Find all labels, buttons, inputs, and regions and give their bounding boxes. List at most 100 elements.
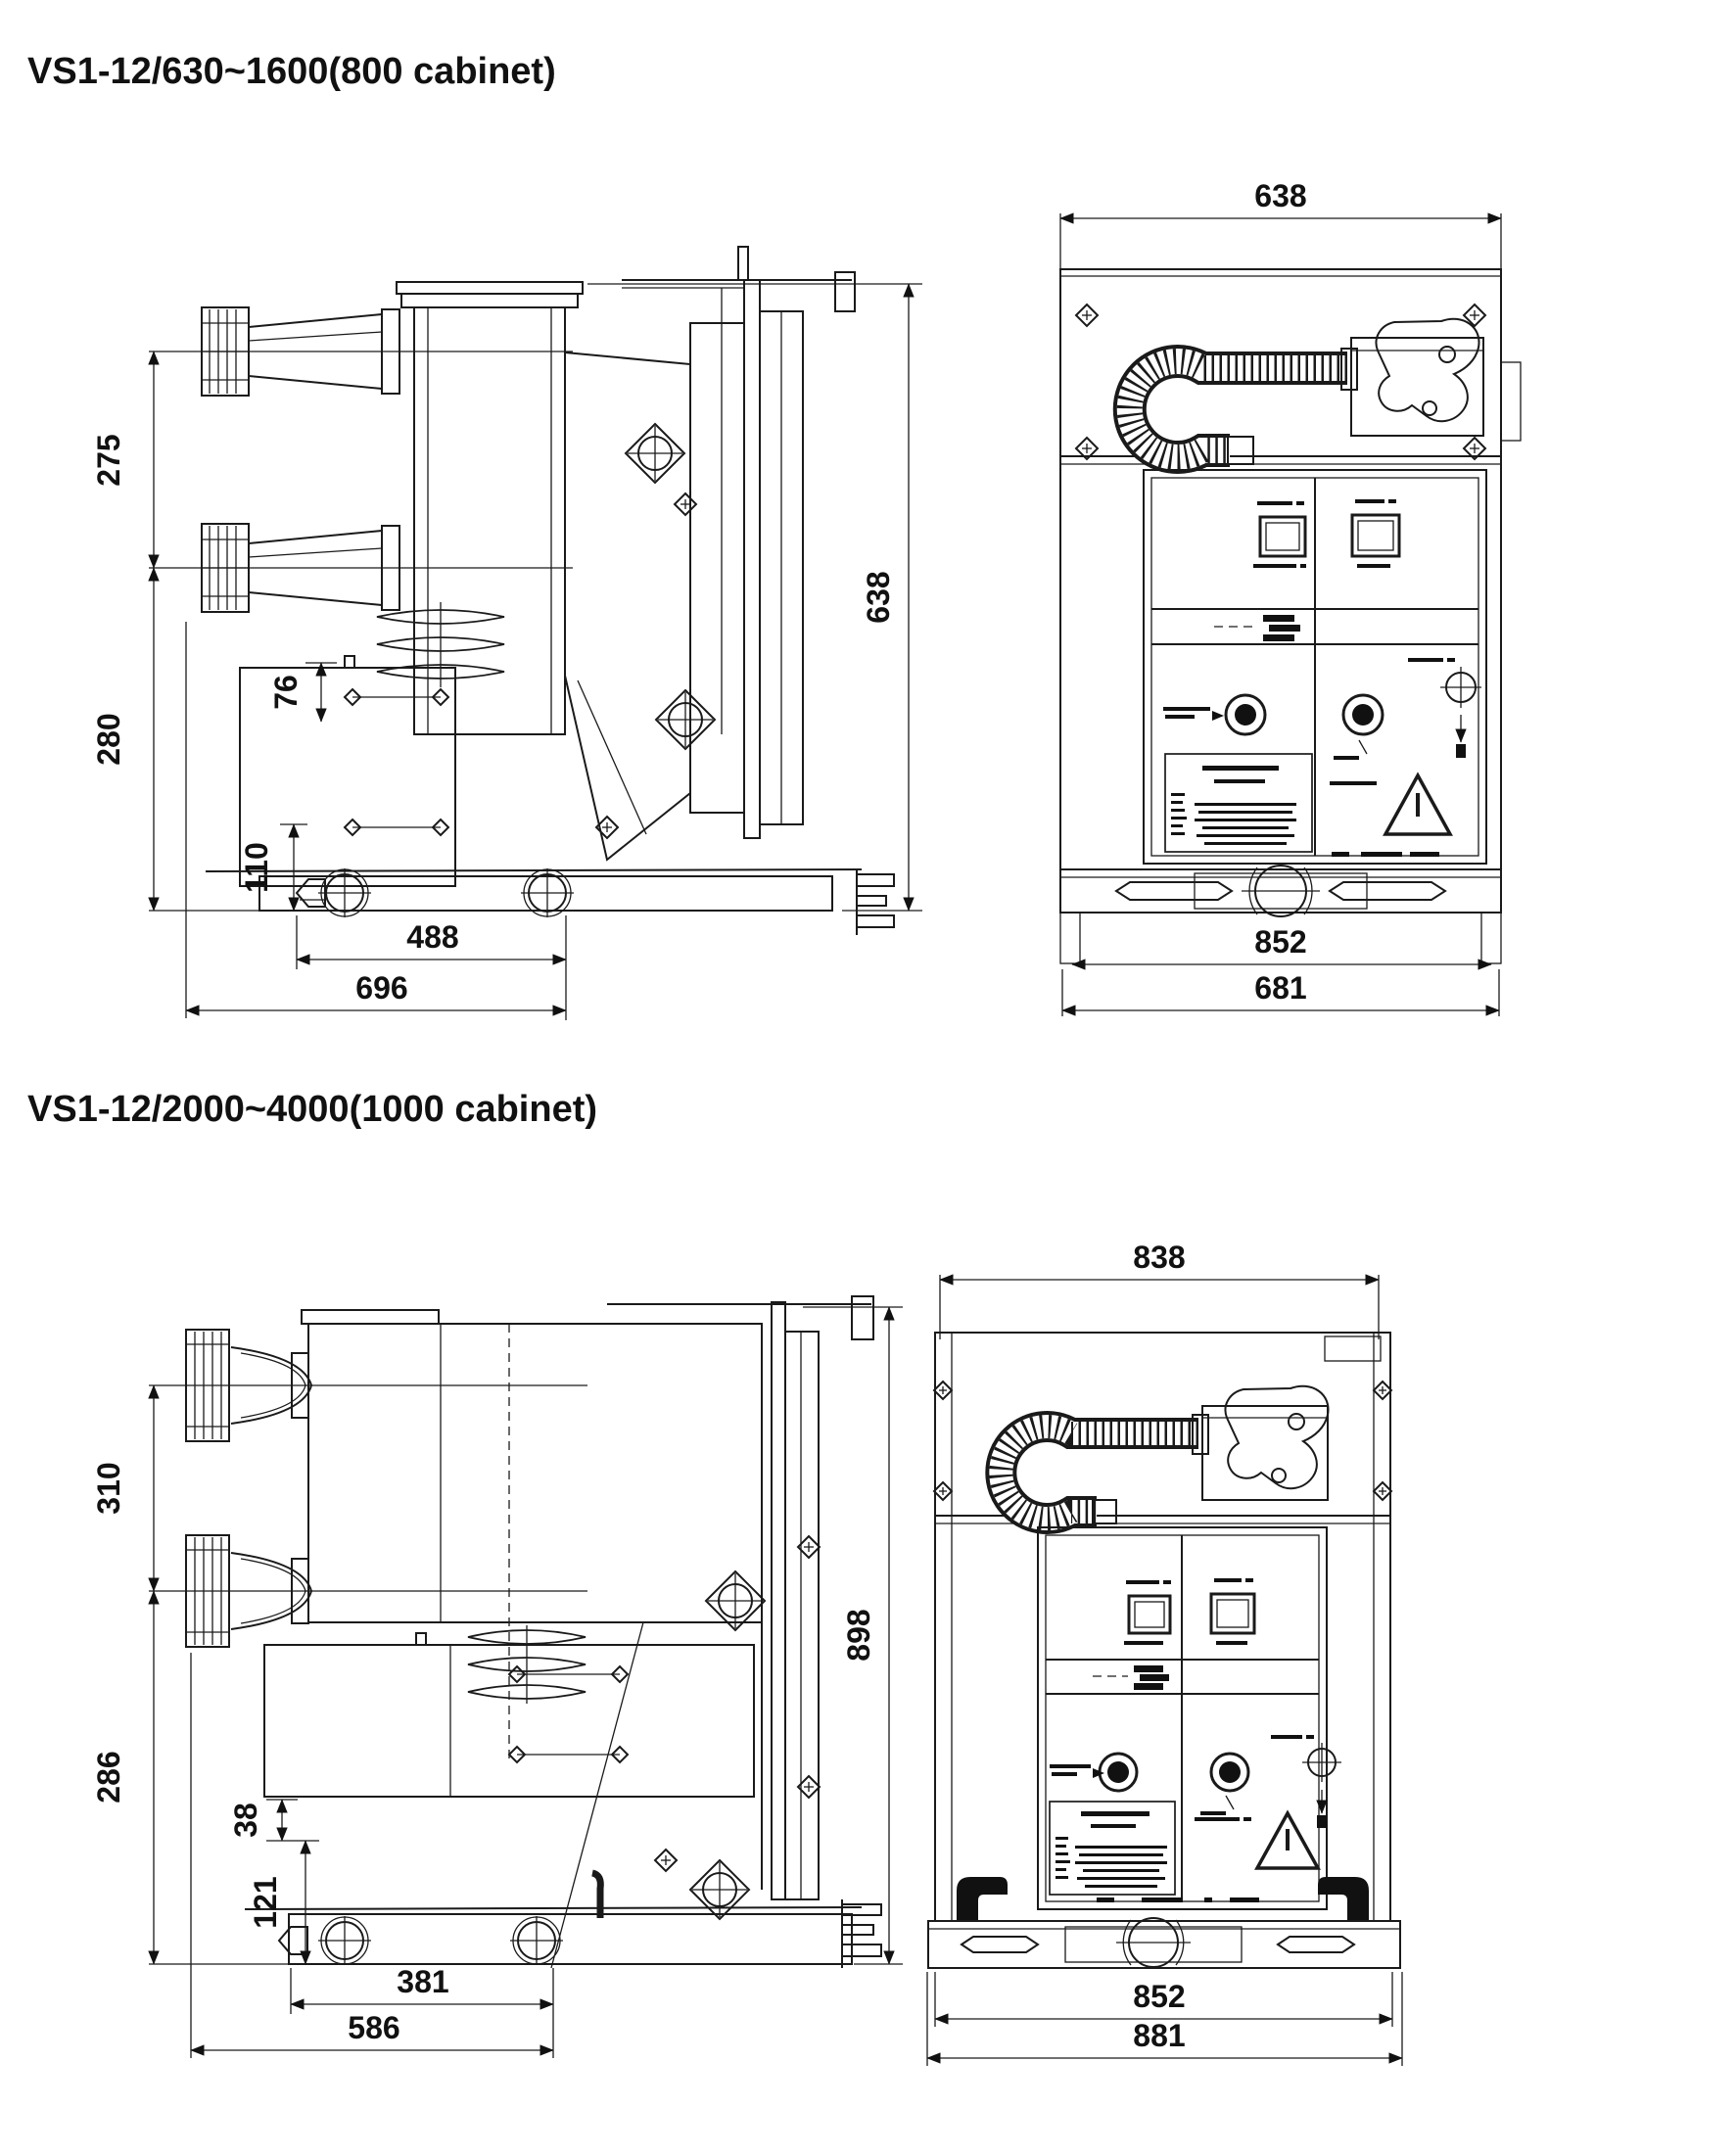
dim-overall-height: 898 — [803, 1306, 903, 1965]
hook-lever — [1224, 1384, 1330, 1490]
window-labels-noise — [1124, 1578, 1253, 1645]
front-view-800: 638 — [1018, 166, 1567, 1053]
close-button[interactable] — [1098, 1752, 1139, 1793]
open-button[interactable] — [1341, 693, 1384, 736]
corner-screws — [932, 1380, 1393, 1502]
dim-label: 381 — [397, 1964, 448, 1999]
interlock-port[interactable] — [1408, 658, 1481, 758]
nameplate — [1164, 753, 1313, 853]
dim-label: 638 — [861, 571, 896, 623]
dim-bottom-width: 881 — [926, 1972, 1403, 2066]
slot-left — [1114, 881, 1234, 901]
latch-hook — [591, 1869, 604, 1918]
operation-box — [1201, 1405, 1329, 1501]
flexible-conduit — [985, 1411, 1209, 1534]
dim-label: 488 — [406, 919, 458, 955]
dim-wheel-span: 381 — [290, 1964, 554, 2058]
dim-label: 286 — [91, 1751, 126, 1803]
upper-bushing — [185, 1329, 313, 1442]
centerlines — [149, 351, 573, 569]
dim-lower-height: 286 — [91, 1590, 160, 1965]
dim-label: 280 — [91, 713, 126, 765]
breaker-panel — [1143, 469, 1487, 865]
wheel — [521, 868, 574, 917]
dim-base-height: 110 — [239, 823, 307, 912]
dim-label: 310 — [91, 1462, 126, 1514]
guide-roller — [277, 1926, 308, 1955]
close-button[interactable] — [1224, 693, 1267, 736]
dim-overall-depth: 696 — [185, 622, 567, 1018]
contact-spring — [376, 602, 505, 687]
slot-right — [1328, 881, 1447, 901]
open-button[interactable] — [1209, 1752, 1250, 1793]
crosshair-bolt — [654, 688, 717, 751]
interlock-port[interactable] — [1271, 1735, 1341, 1828]
diamond-screw — [796, 1534, 821, 1560]
dim-label: 852 — [1133, 1979, 1185, 2014]
pole-housing — [301, 1309, 767, 1969]
slot-right — [1276, 1936, 1356, 1953]
base-assembly — [1059, 865, 1502, 964]
corner-screws — [1074, 303, 1487, 461]
contact-spring — [467, 1625, 586, 1704]
charging-handle-slot[interactable] — [1214, 615, 1300, 641]
transfer-wheel[interactable] — [1242, 865, 1320, 917]
terminal-box — [263, 1632, 755, 1798]
flexible-conduit — [1112, 345, 1358, 474]
dim-mid-width: 852 — [934, 1972, 1393, 2027]
rear-bracket — [856, 869, 895, 935]
mounting-plates — [607, 1295, 874, 1900]
dim-label: 852 — [1254, 924, 1306, 960]
corner-feet — [957, 1877, 1369, 1922]
hook-lever — [1375, 317, 1480, 423]
dim-label: 881 — [1133, 2018, 1185, 2053]
side-view-1000: 310 286 38 121 381 586 — [59, 1214, 960, 2139]
lower-bushing — [201, 523, 400, 613]
dim-box-offset: 76 — [268, 662, 337, 723]
diamond-screw — [594, 815, 620, 840]
dim-overall-height: 638 — [587, 283, 922, 912]
dim-overall-width: 838 — [939, 1240, 1380, 1339]
transfer-wheel[interactable] — [1116, 1917, 1191, 1968]
warning-label — [1330, 772, 1453, 857]
upper-bushing — [201, 306, 400, 397]
crosshair-bolt — [624, 422, 686, 485]
centerlines — [149, 1384, 587, 1592]
dim-overall-depth: 586 — [190, 1653, 554, 2058]
terminal-box — [239, 655, 456, 887]
front-view-1000: 838 — [901, 1214, 1488, 2149]
button-labels-noise — [1050, 1764, 1235, 1815]
section1-title: VS1-12/630~1600(800 cabinet) — [27, 51, 556, 92]
button-labels-noise — [1163, 707, 1368, 760]
dim-label: 898 — [841, 1609, 876, 1661]
nameplate — [1049, 1801, 1176, 1896]
warning-label — [1097, 1809, 1321, 1902]
dim-lower-height: 280 — [91, 567, 160, 912]
chassis — [149, 1869, 882, 1968]
dim-label: 638 — [1254, 178, 1306, 213]
slot-left — [960, 1936, 1040, 1953]
dim-label: 586 — [348, 2010, 399, 2045]
crosshair-bolt — [704, 1569, 767, 1632]
indicator-window-left — [1127, 1594, 1172, 1635]
charging-handle-slot[interactable] — [1093, 1665, 1169, 1690]
dim-label: 838 — [1133, 1240, 1185, 1275]
breaker-panel — [1037, 1526, 1341, 1910]
diamond-screw — [673, 492, 698, 517]
dim-overall-width: 638 — [1059, 178, 1502, 276]
side-view-800: 275 280 76 110 488 696 — [59, 186, 960, 1062]
diamond-screw — [653, 1848, 679, 1873]
dim-pole-pitch: 310 — [91, 1384, 160, 1592]
base-assembly — [927, 1917, 1401, 1969]
diamond-screw — [796, 1774, 821, 1800]
dim-label: 121 — [248, 1876, 283, 1928]
dim-label: 275 — [91, 434, 126, 486]
dim-label: 38 — [228, 1803, 263, 1838]
dim-label: 681 — [1254, 970, 1306, 1006]
dim-wheel-span: 488 — [296, 915, 567, 1020]
operation-box — [1350, 337, 1484, 437]
window-labels-noise — [1253, 499, 1396, 568]
section2-title: VS1-12/2000~4000(1000 cabinet) — [27, 1089, 598, 1130]
dim-mid-width: 852 — [1071, 924, 1492, 970]
